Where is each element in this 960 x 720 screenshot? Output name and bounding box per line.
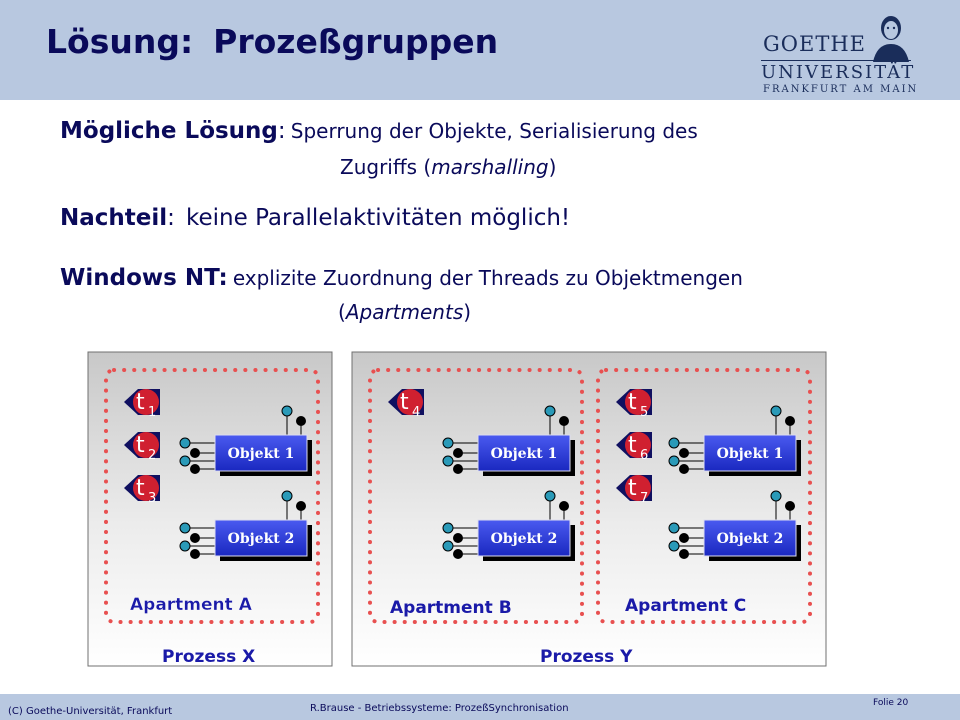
title-part2: Prozeßgruppen (213, 22, 499, 61)
item1: Mögliche Lösung: Sperrung der Objekte, S… (60, 118, 698, 144)
logo-line2: UNIVERSITÄT (761, 62, 916, 83)
thread-letter: t (136, 390, 145, 415)
objekt2-apartment-a: Objekt 2 (179, 490, 312, 561)
logo-line3: FRANKFURT AM MAIN (763, 84, 919, 95)
footer-band: (C) Goethe-Universität, Frankfurt R.Brau… (0, 694, 960, 720)
apartment-b-box (368, 368, 584, 624)
thread-index: 5 (640, 405, 648, 420)
item2-colon: : (167, 205, 175, 231)
objekt1-apartment-b: Objekt 1 (442, 405, 575, 476)
item3-text-b: ( (338, 300, 346, 324)
apartment-a-label: Apartment A (130, 595, 253, 615)
objekt-label: Objekt 2 (491, 531, 558, 547)
item1-text-b: Zugriffs ( (340, 155, 432, 179)
footer-center: R.Brause - Betriebssysteme: ProzeßSynchr… (310, 703, 569, 714)
item1-text-b-em: marshalling (431, 155, 549, 179)
thread-letter: t (628, 433, 637, 458)
item1-text-a: Sperrung der Objekte, Serialisierung des (290, 119, 698, 143)
item2-text: keine Parallelaktivitäten möglich! (185, 205, 571, 231)
item1-head: Mögliche Lösung (60, 118, 278, 144)
item1-colon: : (277, 118, 286, 144)
objekt-label: Objekt 1 (717, 446, 784, 462)
item1-line2: Zugriffs (marshalling) (340, 155, 556, 179)
header-band (0, 0, 960, 100)
item3-line2: (Apartments) (338, 300, 471, 324)
apartment-c-box (596, 368, 812, 624)
objekt-label: Objekt 2 (717, 531, 784, 547)
thread-index: 1 (148, 405, 156, 420)
item3: Windows NT: explizite Zuordnung der Thre… (60, 265, 743, 291)
apartment-a-box (104, 368, 320, 624)
objekt2-apartment-c: Objekt 2 (668, 490, 801, 561)
item2: Nachteil: keine Parallelaktivitäten mögl… (60, 205, 570, 231)
thread-index: 4 (412, 405, 420, 420)
item3-text-b-em: Apartments (345, 300, 464, 324)
objekt1-apartment-c: Objekt 1 (668, 405, 801, 476)
logo-line1: GOETHE (763, 32, 866, 56)
objekt2-apartment-b: Objekt 2 (442, 490, 575, 561)
logo-rule (761, 60, 911, 61)
objekt1-apartment-a: Objekt 1 (179, 405, 312, 476)
footer-left: (C) Goethe-Universität, Frankfurt (8, 706, 173, 717)
university-logo: GOETHE UNIVERSITÄT FRANKFURT AM MAIN (755, 8, 955, 98)
title-part1: Lösung: (46, 22, 194, 61)
process-y-box (351, 351, 827, 667)
thread-index: 6 (640, 448, 648, 463)
goethe-portrait-icon (873, 16, 909, 62)
process-x-label: Prozess X (162, 647, 255, 667)
item3-text-b-end: ) (463, 300, 472, 324)
objekt-label: Objekt 1 (491, 446, 558, 462)
item2-head: Nachteil (60, 205, 168, 231)
item3-head: Windows NT: (60, 265, 228, 291)
slide-title: Lösung: Prozeßgruppen (46, 22, 498, 61)
apartment-c-label: Apartment C (625, 596, 746, 616)
apartment-b-label: Apartment B (390, 598, 512, 618)
thread-letter: t (136, 433, 145, 458)
objekt-label: Objekt 2 (228, 531, 295, 547)
thread-letter: t (136, 476, 145, 501)
thread-letter: t (628, 476, 637, 501)
footer-slide-number: Folie 20 (873, 698, 909, 708)
thread-index: 2 (148, 448, 156, 463)
item1-text-b-end: ) (548, 155, 557, 179)
thread-index: 7 (640, 491, 648, 506)
thread-letter: t (628, 390, 637, 415)
objekt-label: Objekt 1 (228, 446, 295, 462)
thread-index: 3 (148, 491, 156, 506)
item3-text-a: explizite Zuordnung der Threads zu Objek… (232, 266, 743, 290)
process-x-box (87, 351, 333, 667)
process-y-label: Prozess Y (540, 647, 633, 667)
thread-letter: t (400, 390, 409, 415)
